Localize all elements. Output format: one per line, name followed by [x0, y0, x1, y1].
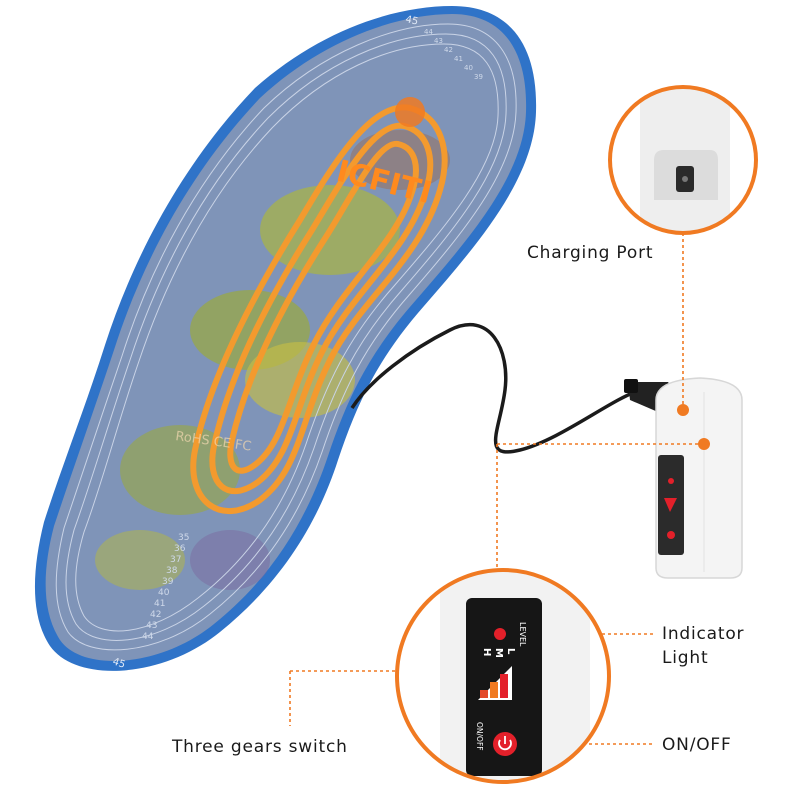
level-text: LEVEL [518, 622, 527, 647]
battery-led-dot [668, 478, 674, 484]
size-contour-line [65, 33, 507, 641]
size-number-bottom: 45 [111, 656, 127, 670]
size-scale-top-number: 39 [474, 73, 483, 81]
size-scale-number: 37 [170, 555, 181, 565]
power-cable [350, 322, 641, 454]
size-scale-number: 43 [146, 621, 157, 631]
charging-port-zoom [608, 85, 758, 235]
battery-controller [655, 377, 743, 579]
size-scale-number: 35 [178, 533, 189, 543]
size-scale-top-number: 44 [424, 28, 433, 36]
indicator-led [494, 628, 506, 640]
size-contour-line [75, 43, 499, 632]
size-scale-number: 41 [154, 599, 165, 609]
on-off-label: ON/OFF [662, 735, 732, 755]
gear-bar-low [480, 690, 488, 698]
gear-m-text: M [493, 648, 504, 658]
power-icon [498, 739, 512, 751]
size-contour-line [55, 23, 517, 651]
camo-patch [120, 425, 240, 515]
controller-dot [698, 438, 710, 450]
size-scale-top-number: 40 [464, 64, 473, 72]
gear-bar-high [500, 674, 508, 698]
size-scale-number: 42 [150, 610, 161, 620]
indicator-light-label: Indicator Light [662, 622, 744, 670]
camo-patch [95, 530, 185, 590]
gear-l-text: L [505, 648, 516, 655]
charging-port-label: Charging Port [527, 243, 654, 263]
control-panel-zoom: LEVEL L M H ON/OFF [395, 568, 611, 784]
size-scale-top-number: 41 [454, 55, 463, 63]
size-scale-number: 36 [174, 544, 186, 554]
gear-h-text: H [481, 648, 492, 656]
battery-power-dot [667, 531, 675, 539]
size-scale-number: 39 [162, 577, 174, 587]
heated-insole: ICFITI RoHS CE FC 45 45 3536373839404142… [34, 6, 537, 671]
port-pin [682, 176, 688, 182]
size-scale-number: 44 [142, 632, 154, 642]
indicator-label-line1: Indicator [662, 624, 745, 644]
gear-bar-mid [490, 682, 498, 698]
logo-icon [395, 97, 425, 127]
camo-patch [190, 530, 270, 590]
onoff-text: ON/OFF [475, 722, 484, 751]
three-gears-switch-label: Three gears switch [172, 737, 348, 757]
size-scale-number: 38 [166, 566, 178, 576]
size-scale-top-number: 42 [444, 46, 453, 54]
heating-wire [227, 140, 419, 474]
size-scale-top-number: 43 [434, 37, 443, 45]
battery-gear-icon [664, 498, 677, 512]
charging-port-dot [677, 404, 689, 416]
heating-wire [209, 122, 434, 495]
indicator-label-line2: Light [662, 648, 709, 668]
size-scale-number: 40 [158, 588, 170, 598]
size-number-top: 45 [404, 14, 419, 27]
plug-strain-relief [624, 379, 638, 393]
heating-wire [190, 104, 448, 514]
